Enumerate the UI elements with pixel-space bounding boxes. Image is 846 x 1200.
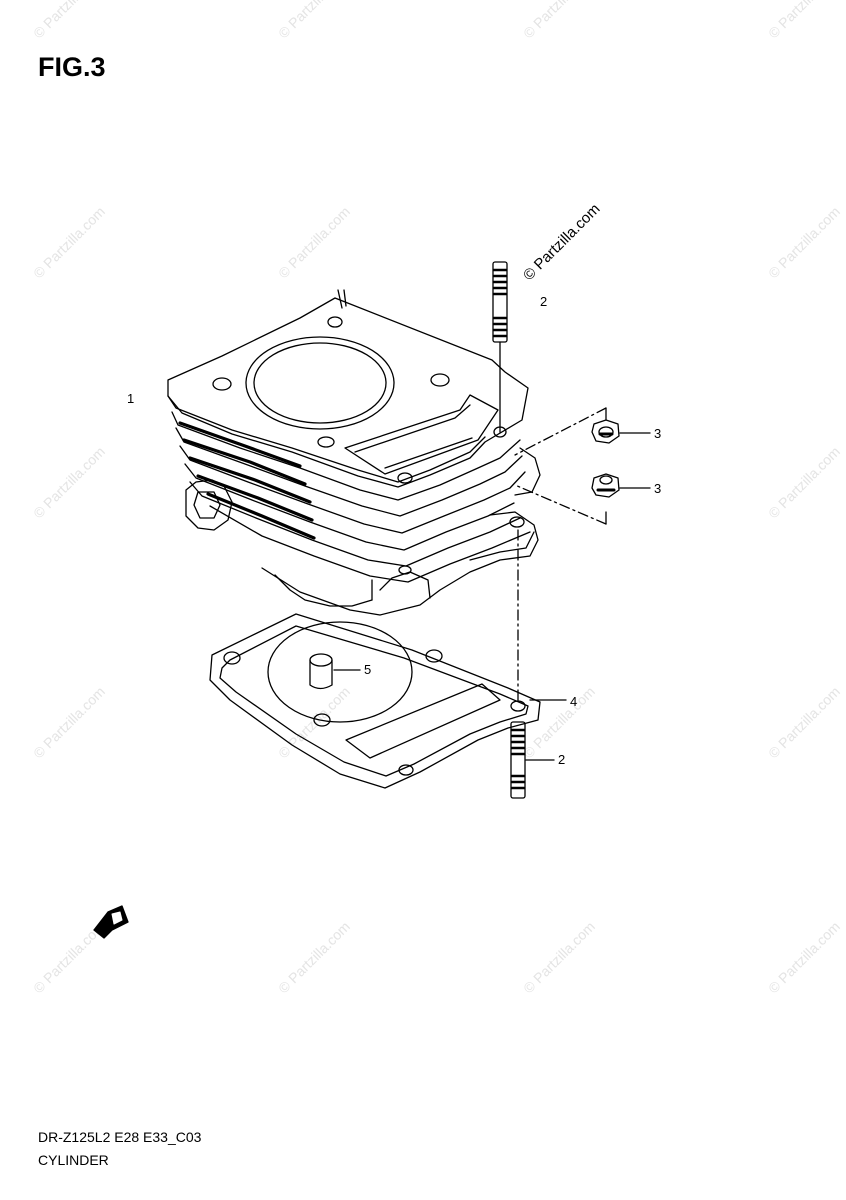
cylinder-skirt xyxy=(274,574,373,607)
cooling-fin xyxy=(175,427,523,517)
intake-boss xyxy=(185,479,233,531)
base-stud-hole xyxy=(509,516,525,528)
cylinder-base-flange xyxy=(371,531,535,601)
cam-chain-recess xyxy=(344,394,499,475)
flange-hole xyxy=(212,377,232,391)
cylinder-top-flange xyxy=(167,297,529,488)
diagram-code: DR-Z125L2 E28 E33_C03 xyxy=(38,1129,202,1145)
cooling-fin xyxy=(209,505,531,583)
callout-5: 5 xyxy=(364,662,372,677)
part-5-dowel-pin xyxy=(309,653,333,690)
cooling-fin xyxy=(171,411,521,501)
figure-title: FIG.3 xyxy=(38,52,106,82)
callout-2-lower: 2 xyxy=(558,752,566,767)
cooling-fin xyxy=(179,445,526,534)
cylinder-base xyxy=(261,511,539,616)
callout-2-upper: 2 xyxy=(540,294,548,309)
flange-hole xyxy=(397,472,413,484)
callout-1: 1 xyxy=(127,391,135,406)
leader-lines xyxy=(333,432,651,761)
part-1-cylinder xyxy=(167,289,541,616)
cylinder-flange-edge xyxy=(167,395,486,483)
cylinder-bore-inner xyxy=(253,342,387,424)
cooling-fin xyxy=(184,463,515,551)
cylinder-top-tab xyxy=(337,289,347,309)
part-2-stud-upper xyxy=(492,261,508,433)
part-3-nut-upper xyxy=(591,419,620,444)
callout-3-lower: 3 xyxy=(654,481,662,496)
flange-hole xyxy=(327,316,343,328)
callout-4: 4 xyxy=(570,694,578,709)
part-4-base-gasket xyxy=(209,613,541,789)
intake-boss-ring xyxy=(193,491,221,519)
side-boss xyxy=(514,447,541,496)
flange-hole xyxy=(430,373,450,387)
cylinder-bore-outer xyxy=(245,336,395,430)
cooling-fin xyxy=(189,481,521,567)
flange-hole xyxy=(317,436,335,448)
cam-chain-recess-inner xyxy=(354,404,473,469)
callout-3-upper: 3 xyxy=(654,426,662,441)
base-stud-hole xyxy=(398,565,412,575)
part-3-nut-lower xyxy=(591,473,620,498)
part-2-stud-lower xyxy=(510,721,526,799)
diagram-name: CYLINDER xyxy=(38,1152,109,1168)
fin-shading xyxy=(178,421,316,540)
front-arrow-icon xyxy=(93,905,129,939)
assembly-lines xyxy=(514,407,607,701)
